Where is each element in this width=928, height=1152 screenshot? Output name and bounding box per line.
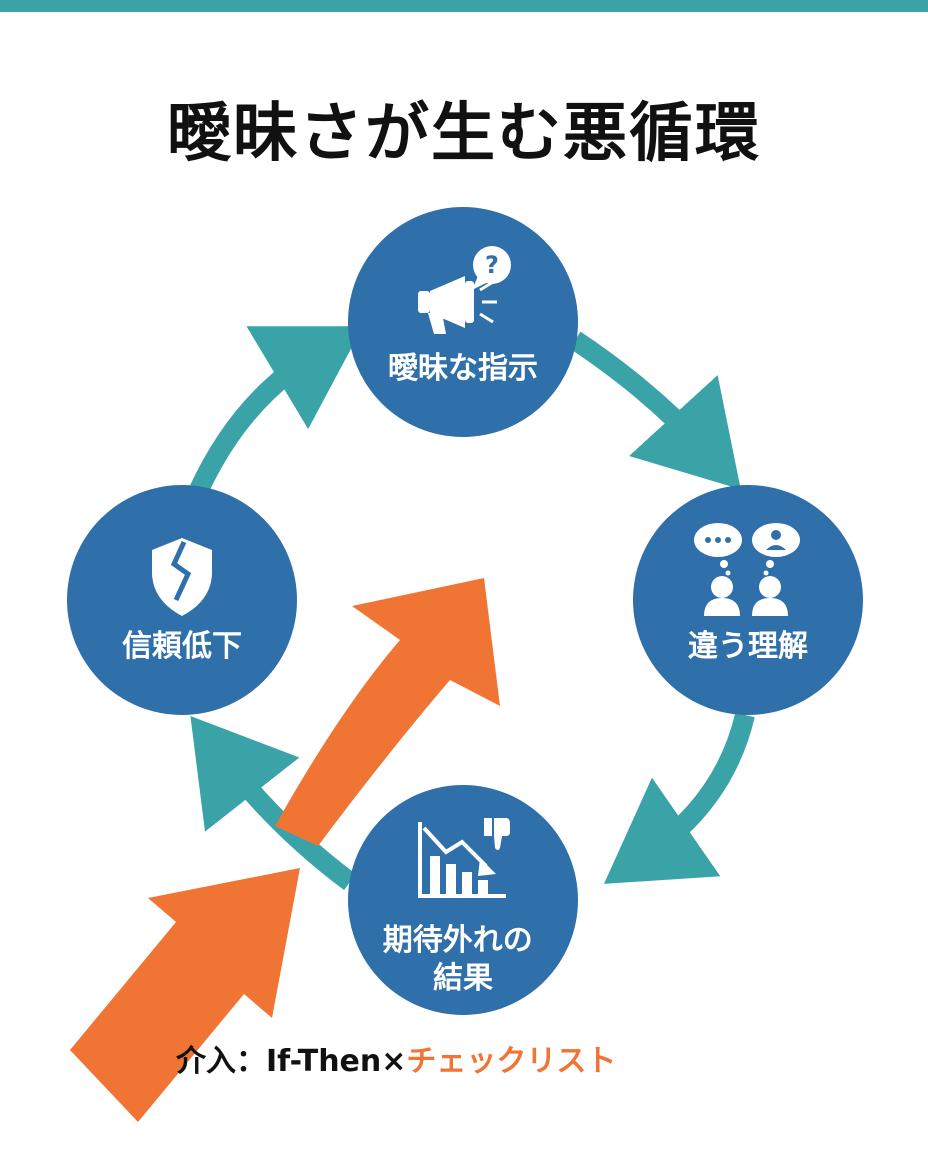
broken-shield-icon [152, 538, 212, 616]
node-ambiguous-instruction: ? 曖昧な指示 [348, 207, 578, 437]
node-different-understanding: 違う理解 [633, 485, 863, 715]
node-label-line: 期待外れの [383, 923, 533, 958]
node-label-line: 曖昧な指示 [388, 351, 538, 386]
megaphone-question-icon: ? [418, 246, 511, 334]
node-label-different-understanding: 違う理解 [688, 629, 808, 664]
intervention-arrow-lower [70, 868, 300, 1122]
node-label-trust-decline: 信頼低下 [122, 629, 242, 664]
node-label-ambiguous-instruction: 曖昧な指示 [388, 351, 538, 386]
svg-text:?: ? [485, 251, 499, 279]
node-label-line: 結果 [433, 961, 493, 996]
two-people-thought-bubbles-icon [694, 523, 800, 616]
intervention-caption-prefix: 介入：If-Then× [176, 1044, 407, 1079]
intervention-caption-highlight: チェックリスト [406, 1044, 617, 1079]
node-label-line: 信頼低下 [122, 629, 242, 664]
top-accent-bar [0, 0, 928, 12]
cycle-arrow-top-to-right [569, 331, 741, 490]
node-unexpected-result: 期待外れの 結果 [348, 785, 578, 1015]
cycle-arrow-left-to-top [188, 326, 364, 497]
declining-chart-thumbs-down-icon [418, 818, 510, 898]
node-label-line: 違う理解 [688, 629, 808, 664]
intervention-arrow-upper [275, 578, 500, 846]
node-label-unexpected-result: 期待外れの 結果 [383, 923, 543, 996]
intervention-caption: 介入：If-Then×チェックリスト [176, 1036, 616, 1080]
node-trust-decline: 信頼低下 [67, 485, 297, 715]
cycle-arrow-right-to-bottom [603, 712, 755, 884]
page-title: 曖昧さが生む悪循環 [167, 97, 761, 171]
